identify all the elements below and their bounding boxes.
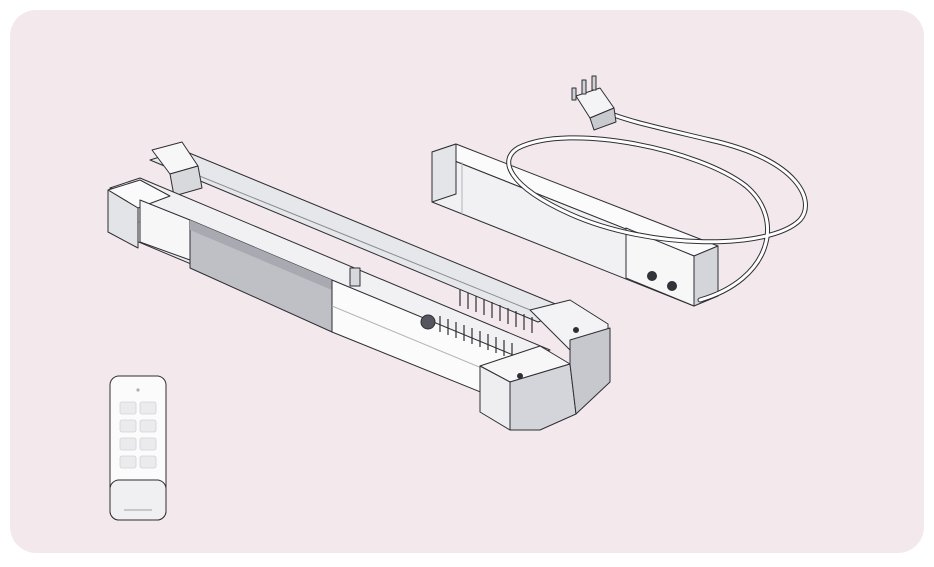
adapter-end	[431, 143, 457, 203]
power-supply-adapter	[431, 143, 719, 307]
remote-button	[139, 455, 157, 469]
remote-led-icon	[136, 388, 140, 392]
remote-control	[109, 375, 167, 521]
remote-button	[119, 401, 137, 415]
cable	[507, 108, 807, 302]
remote-button	[119, 419, 137, 433]
belt-clip	[349, 267, 361, 287]
remote-button	[119, 455, 137, 469]
motor-screw	[517, 373, 523, 379]
track-sleeve-shade	[190, 220, 332, 290]
product-illustration	[10, 10, 924, 553]
remote-buttons	[119, 401, 157, 469]
curtain-motor-track	[107, 141, 611, 431]
gear-teeth	[439, 290, 533, 359]
uk-plug-cable	[506, 75, 808, 303]
motor-screw-2	[573, 327, 579, 333]
motor-head-side	[509, 363, 577, 431]
remote-button	[139, 419, 157, 433]
remote-button	[139, 437, 157, 451]
back-rail-groove	[159, 159, 551, 319]
adapter-port-2-icon	[667, 281, 677, 291]
plug-icon	[571, 75, 617, 131]
product-card	[10, 10, 924, 553]
back-end-cap-side	[169, 165, 203, 197]
adapter-port-1-icon	[647, 271, 657, 281]
remote-button	[119, 437, 137, 451]
remote-button	[139, 401, 157, 415]
remote-holder	[109, 479, 167, 521]
left-end-cap-front	[107, 189, 139, 249]
drive-pulley	[420, 314, 436, 330]
motor-head-rear	[569, 327, 611, 415]
